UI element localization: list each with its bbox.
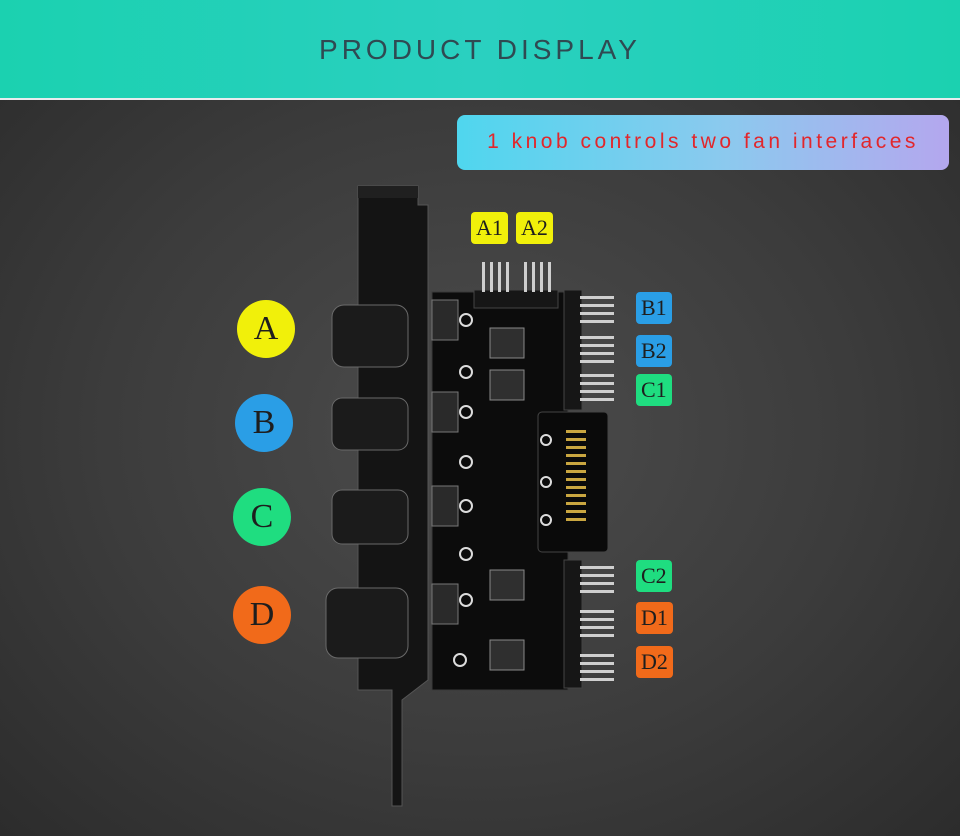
feature-banner: 1 knob controls two fan interfaces — [457, 115, 949, 170]
knob-label-c: C — [233, 488, 291, 546]
knob-label-b: B — [235, 394, 293, 452]
port-label-a1: A1 — [471, 212, 508, 244]
knob-label-d: D — [233, 586, 291, 644]
port-label-d2: D2 — [636, 646, 673, 678]
header-bar: PRODUCT DISPLAY — [0, 0, 960, 100]
port-label-c2: C2 — [636, 560, 672, 592]
knob-label-a: A — [237, 300, 295, 358]
port-label-a2: A2 — [516, 212, 553, 244]
port-label-b2: B2 — [636, 335, 672, 367]
port-label-d1: D1 — [636, 602, 673, 634]
port-label-b1: B1 — [636, 292, 672, 324]
feature-banner-text: 1 knob controls two fan interfaces — [487, 130, 919, 153]
page-title: PRODUCT DISPLAY — [319, 34, 641, 65]
port-label-c1: C1 — [636, 374, 672, 406]
